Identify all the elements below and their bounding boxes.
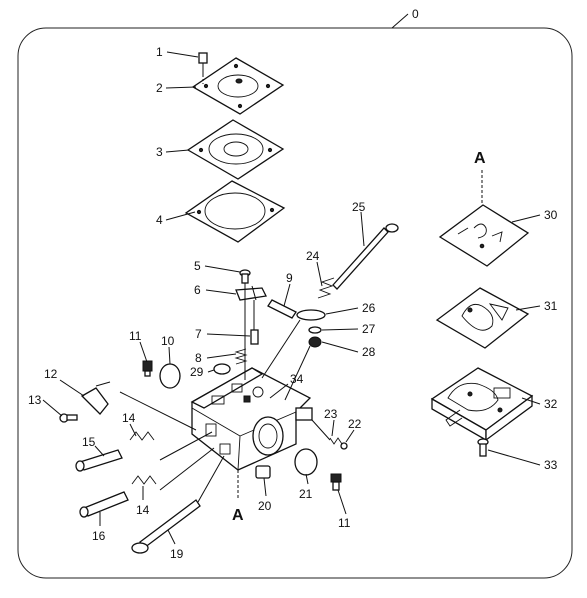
callout-6: 6: [194, 283, 201, 297]
callout-12: 12: [44, 367, 58, 381]
part-4-gasket: [184, 180, 286, 243]
part-1-screw: [198, 52, 208, 76]
callout-8: 8: [195, 351, 202, 365]
part-26-o-ring: [296, 309, 326, 321]
callout-9: 9: [286, 271, 293, 285]
part-24-spring: [317, 277, 335, 299]
callout-31: 31: [544, 299, 558, 313]
part-27-washer: [308, 326, 322, 334]
section-mark-a-left: A: [232, 507, 244, 524]
callout-3: 3: [156, 145, 163, 159]
callout-33: 33: [544, 458, 558, 472]
callout-30: 30: [544, 208, 558, 222]
part-7-needle: [250, 329, 259, 345]
callout-4: 4: [156, 213, 163, 227]
part-28-cap: [308, 336, 322, 348]
callout-1: 1: [156, 45, 163, 59]
part-22-ring: [340, 442, 348, 450]
part-25-shaft: [332, 223, 399, 290]
part-6-lever: [235, 285, 267, 301]
part-5-screw: [239, 269, 251, 284]
part-31-diaphragm: [435, 287, 530, 349]
part-32-body-plate: [430, 367, 534, 442]
part-16-screw: [79, 491, 129, 518]
part-11-screw-a: [142, 360, 153, 377]
callout-15: 15: [82, 435, 96, 449]
part-11-screw-b: [330, 473, 342, 491]
callout-5: 5: [194, 259, 201, 273]
part-14-spring-b: [131, 475, 157, 485]
callout-20: 20: [258, 499, 272, 513]
callout-13: 13: [28, 393, 42, 407]
callout-25: 25: [352, 200, 366, 214]
callout-27: 27: [362, 322, 376, 336]
callout-2: 2: [156, 81, 163, 95]
part-19-shaft: [131, 499, 201, 554]
part-23-spring: [329, 437, 343, 445]
part-12-lever: [80, 387, 109, 415]
assembly-guide-lines: [95, 75, 331, 503]
callout-leaders: [42, 51, 541, 545]
part-8-spring: [234, 348, 248, 365]
part-3-diaphragm: [186, 119, 285, 180]
callout-22: 22: [348, 417, 362, 431]
section-mark-a-right: A: [474, 150, 486, 167]
part-2-pump-cover: [191, 57, 285, 115]
part-21-disc: [294, 448, 318, 476]
callout-16: 16: [92, 529, 106, 543]
callout-11-top: 11: [129, 329, 142, 343]
callout-23: 23: [324, 407, 338, 421]
callout-34: 34: [290, 372, 304, 386]
callout-28: 28: [362, 345, 376, 359]
diagram-frame: [17, 27, 573, 579]
callout-14-top: 14: [122, 411, 136, 425]
part-13-screw: [59, 413, 78, 423]
callout-10: 10: [161, 334, 175, 348]
callout-19: 19: [170, 547, 184, 561]
assembly-label: 0: [412, 7, 419, 21]
callout-24: 24: [306, 249, 320, 263]
part-29-disc: [213, 363, 231, 375]
part-9-pin: [267, 299, 297, 319]
part-33-screw: [477, 438, 489, 457]
callout-11-bottom: 11: [338, 516, 351, 530]
callout-7: 7: [195, 327, 202, 341]
callout-29: 29: [190, 365, 204, 379]
callout-21: 21: [299, 487, 313, 501]
part-15-screw: [75, 449, 123, 472]
callout-32: 32: [544, 397, 558, 411]
part-20-cap: [255, 465, 271, 479]
part-14-spring-a: [129, 431, 155, 441]
callout-26: 26: [362, 301, 376, 315]
callout-labels: 1 2 3 4 5 6 7 8 9 10 11 11 12 13 14 14 1…: [28, 45, 558, 561]
callout-14-bottom: 14: [136, 503, 150, 517]
part-30-cover: [438, 204, 530, 267]
part-10-plug: [159, 363, 181, 389]
